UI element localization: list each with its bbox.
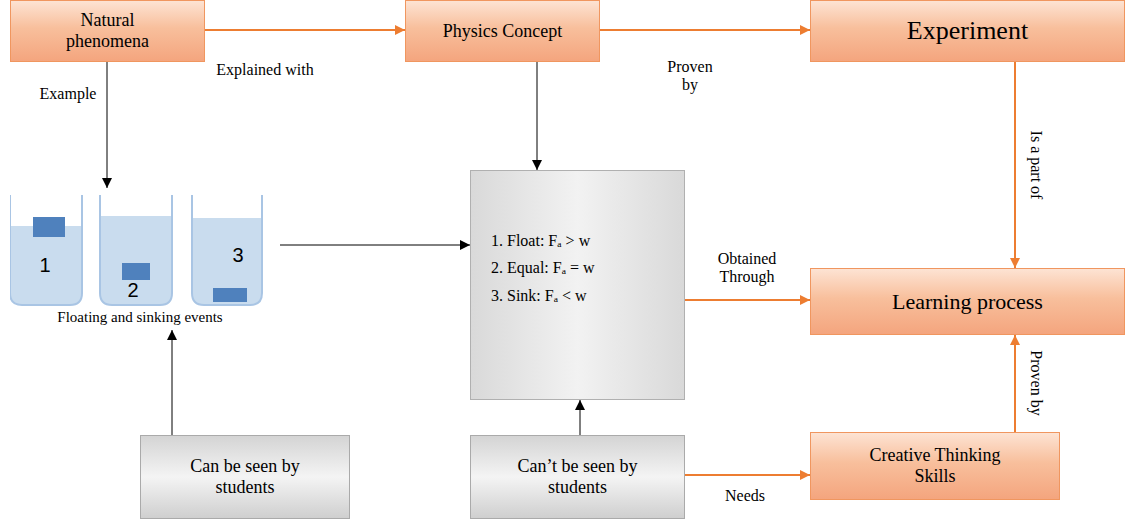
box-text: Learning process: [892, 289, 1043, 314]
edge-label: Proven by: [1027, 350, 1045, 415]
concept-box: Physics Concept: [405, 0, 600, 62]
connector-arrow: [205, 29, 405, 31]
connector-arrow: [172, 330, 173, 435]
box-text: Creative Thinking Skills: [860, 445, 1010, 486]
connector-arrow: [600, 29, 810, 31]
edge-label: Example: [28, 85, 108, 103]
box-text: 3. Sink: Fₐ < w: [491, 286, 587, 305]
connector-arrow: [685, 299, 810, 301]
water: [192, 218, 262, 305]
connector-arrow: [280, 245, 470, 246]
water: [100, 216, 172, 305]
beaker-outline: [100, 195, 172, 305]
block: [33, 217, 65, 237]
beaker-outline: [10, 195, 82, 305]
connector-arrow: [685, 474, 810, 476]
box-text: 2. Equal: Fₐ = w: [491, 258, 595, 277]
connector-arrow: [1014, 335, 1016, 432]
connector-arrow: [537, 62, 538, 170]
concept-box: Natural phenomena: [10, 0, 205, 62]
box-text: Experiment: [907, 16, 1028, 46]
edge-label: Obtained Through: [710, 250, 785, 287]
box-text: Can’t be seen by students: [498, 456, 658, 497]
formula-box: 1. Float: Fₐ > w 2. Equal: Fₐ = w 3. Sink:…: [470, 170, 685, 400]
concept-box: Creative Thinking Skills: [810, 432, 1060, 500]
connector-arrow: [107, 62, 108, 188]
water: [10, 226, 82, 305]
edge-label: Proven by: [660, 58, 720, 95]
box-text: Natural phenomena: [48, 10, 168, 51]
note-box: Can be seen by students: [140, 435, 350, 519]
edge-label: Is a part of: [1027, 131, 1045, 200]
edge-label: Explained with: [200, 61, 330, 79]
beaker-illustration: 1 2 3Floating and sinking events: [10, 188, 280, 330]
box-text: 1. Float: Fₐ > w: [491, 231, 590, 250]
illustration-text: 2: [127, 279, 138, 302]
connector-arrow: [1014, 62, 1016, 268]
block: [122, 263, 150, 280]
box-text: Can be seen by students: [170, 456, 320, 497]
illustration-text: 3: [232, 244, 243, 267]
note-box: Can’t be seen by students: [470, 435, 685, 519]
edge-label: Needs: [705, 487, 785, 505]
beaker-outline: [192, 195, 262, 305]
concept-box: Learning process: [810, 268, 1125, 335]
concept-box: Experiment: [810, 0, 1125, 62]
connector-arrow: [580, 400, 581, 435]
illustration-text: Floating and sinking events: [57, 309, 222, 326]
box-text: Physics Concept: [443, 21, 563, 42]
block: [213, 288, 247, 302]
illustration-text: 1: [39, 254, 50, 277]
